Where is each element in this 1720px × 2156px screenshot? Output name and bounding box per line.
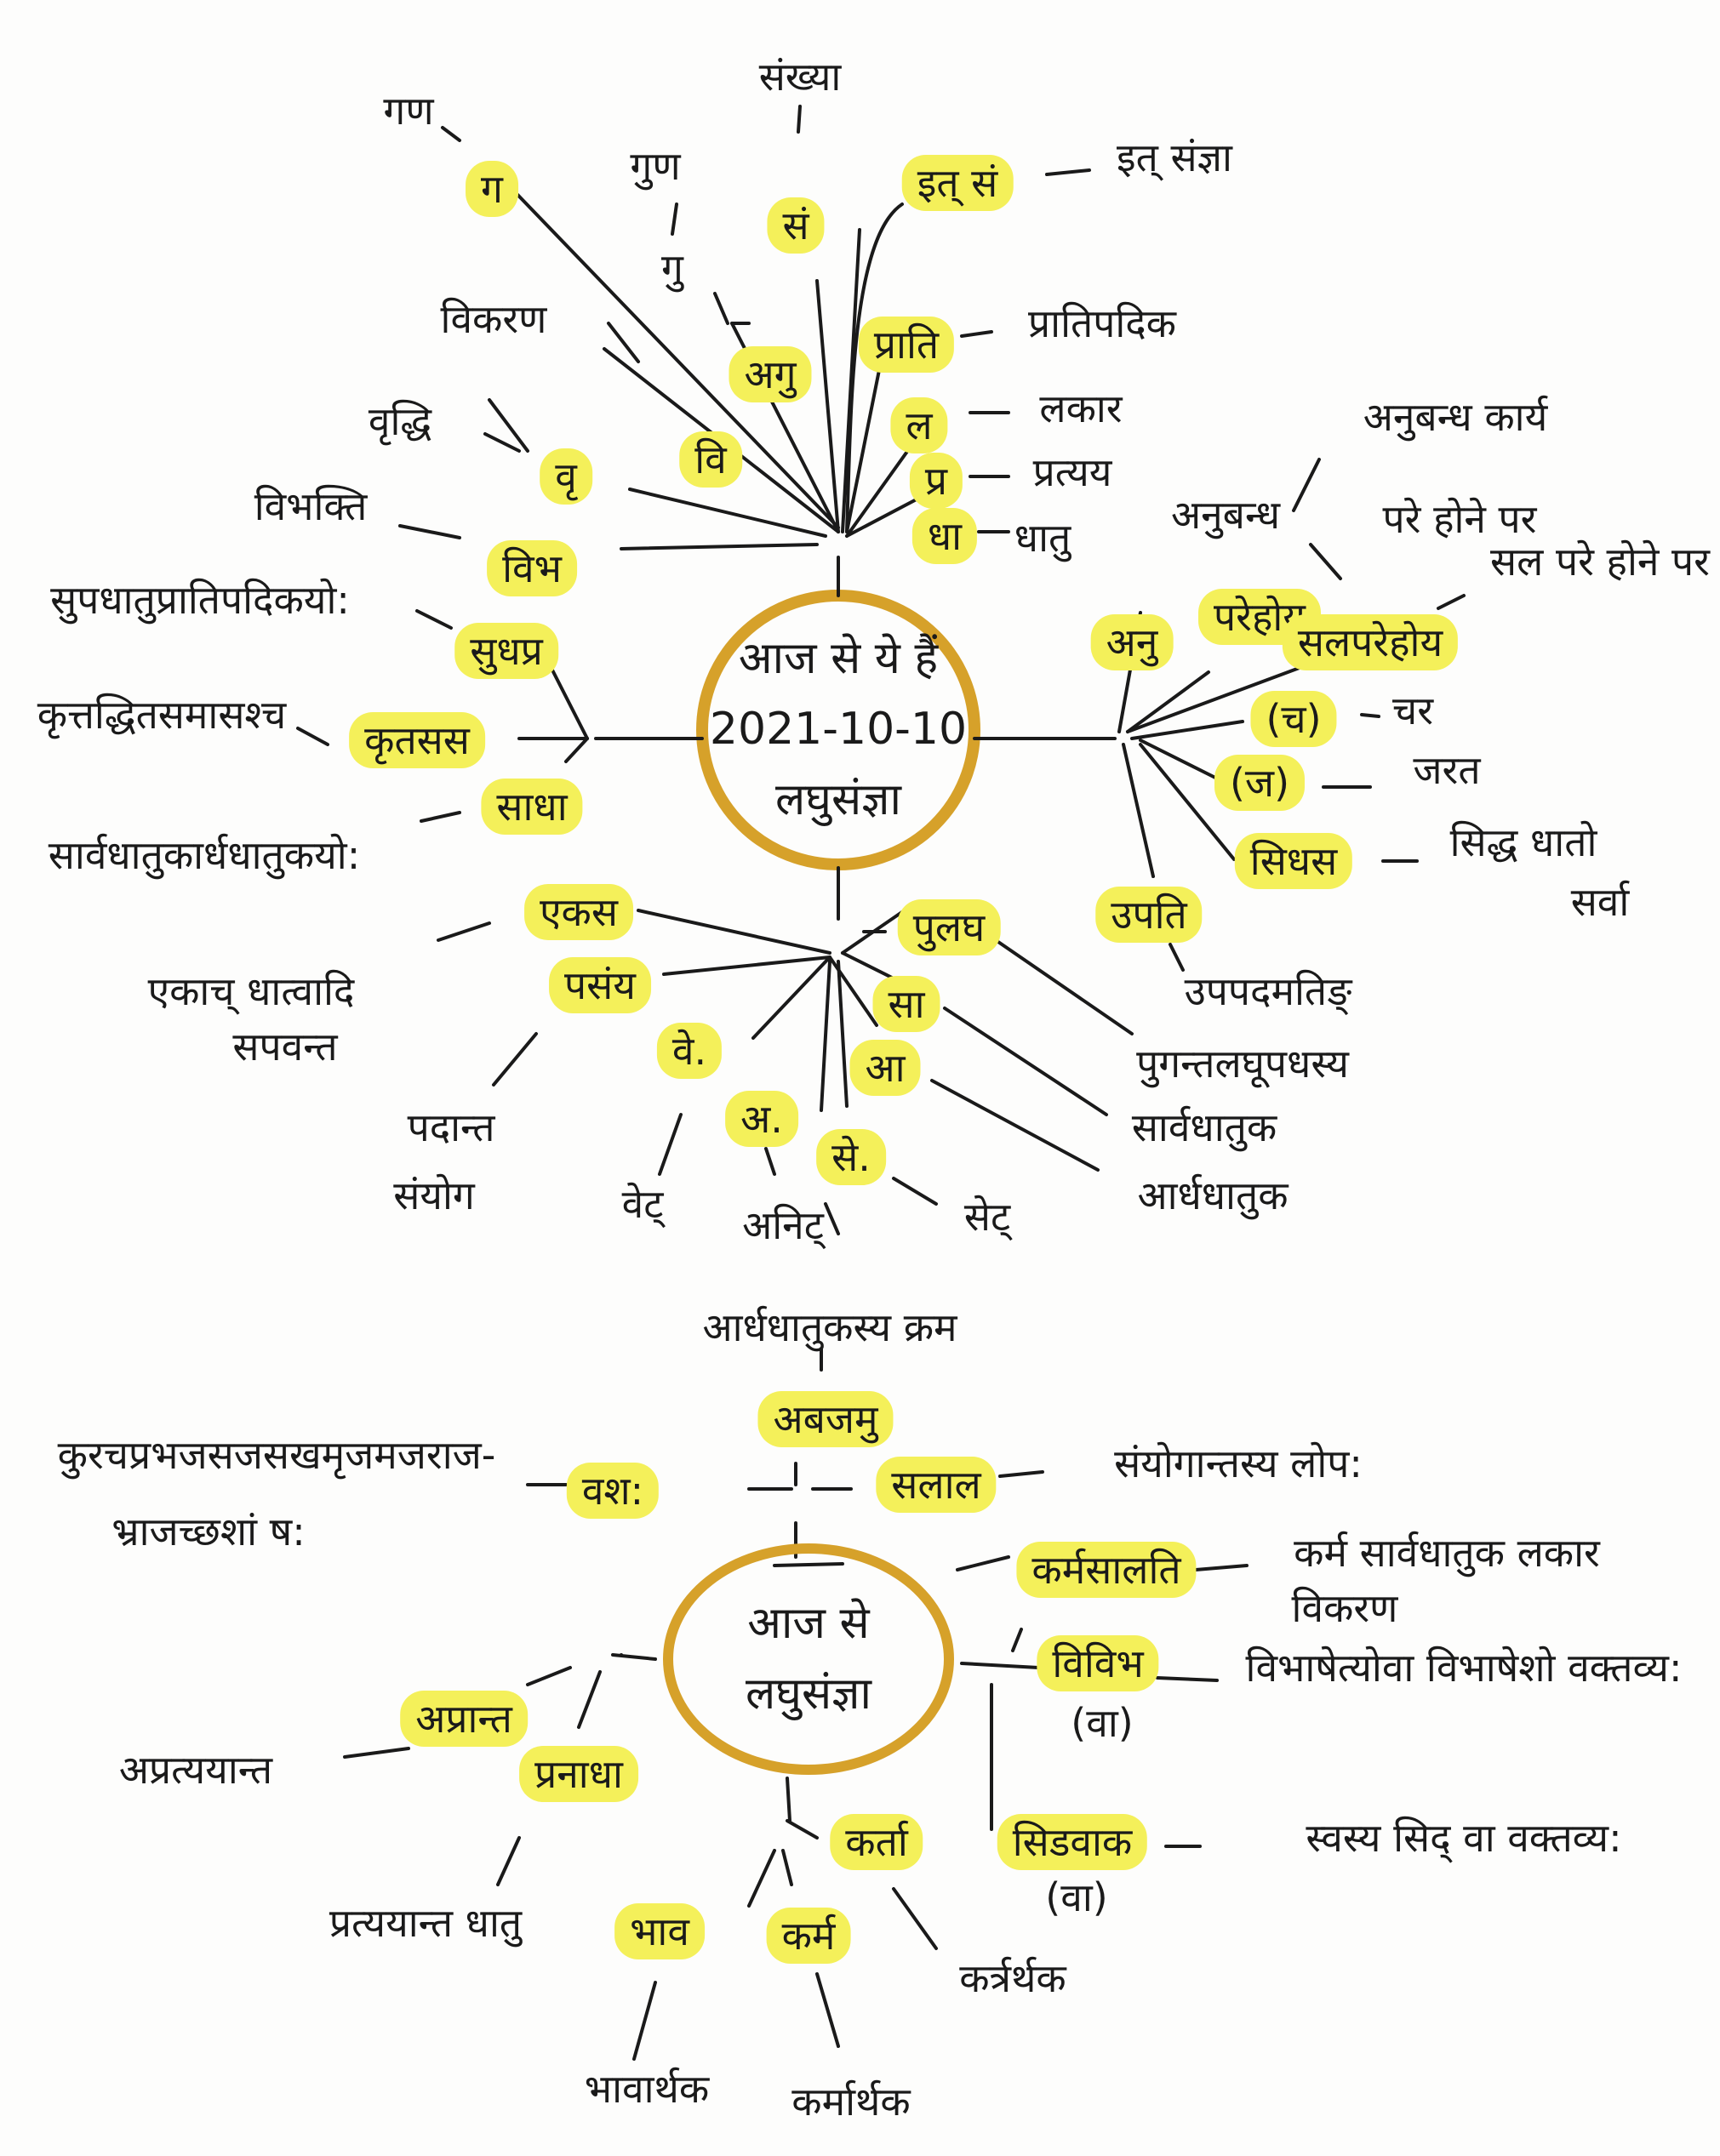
lakara-label: लकार — [1039, 385, 1123, 431]
kritasa-full-label: कृत्तद्धितसमासश्च — [37, 692, 287, 738]
sudhapra-full-label: सुपधातुप्रातिपदिकयो: — [50, 577, 350, 623]
prati-node: प्राति — [858, 317, 955, 373]
itsanjna-label: इत् संज्ञा — [1117, 134, 1232, 180]
pratipadika-label: प्रातिपदिक — [1027, 300, 1177, 346]
pare-hone-par-label: परे होने पर — [1382, 496, 1537, 542]
sidhasa-full1-label: सिद्ध धातो — [1449, 819, 1597, 865]
center2-line2: लघुसंज्ञा — [746, 1668, 871, 1720]
chara-label: चर — [1391, 687, 1434, 733]
jarat-label: जरत — [1413, 747, 1481, 793]
sal-pare-hone-par-label: सल परे होने पर — [1490, 539, 1710, 585]
pradha-full-label: प्रत्ययान्त धातु — [329, 1900, 523, 1946]
center-line2: 2021-10-10 — [709, 704, 968, 756]
salala-node: सलाल — [876, 1457, 997, 1513]
dhatu-label: धातु — [1014, 515, 1071, 561]
guna-label: गुण — [630, 143, 681, 189]
pradha-node: प्रनाधा — [519, 1746, 638, 1802]
vi-node: वि — [679, 431, 742, 488]
vibhava-full-label: विभाषेत्योवा विभाषेशो वक्तव्य: — [1245, 1645, 1683, 1691]
center-node-1: आज से ये हैं 2021-10-10 लघुसंज्ञा — [710, 624, 967, 836]
kartarthaka-label: कर्त्रर्थक — [959, 1955, 1066, 2001]
salparehoya-node: सलपरेहोय — [1282, 614, 1459, 670]
vri-node: वृ — [540, 448, 592, 505]
sidhasa-node: सिधस — [1234, 833, 1353, 889]
center2-line1: आज से — [747, 1597, 870, 1649]
sidhasa-full2-label: सर्वा — [1570, 879, 1630, 925]
sa2-node: सा — [872, 976, 940, 1032]
vriddhi-label: वृद्धि — [368, 398, 432, 444]
sudhapra-node: सुधप्र — [454, 623, 558, 679]
vet-label: वेट् — [621, 1181, 664, 1227]
padanta-label: पदान्त — [407, 1104, 495, 1150]
anit-label: अनिट् — [742, 1202, 824, 1248]
karma-node: कर्म — [766, 1908, 851, 1964]
vibhava-sub-label: (वा) — [1071, 1700, 1134, 1746]
karta-node: कर्ता — [830, 1814, 923, 1870]
ekac-full1-label: एकाच् धात्वादि — [147, 968, 355, 1014]
sidvaka-sub-label: (वा) — [1045, 1874, 1108, 1920]
a-node: अ. — [725, 1091, 798, 1147]
agu-node: अगु — [729, 346, 812, 402]
center-line3: लघुसंज्ञा — [775, 774, 901, 826]
la-node: ल — [890, 397, 948, 453]
vikarana-label: विकरण — [440, 296, 547, 342]
ekasa-node: एकस — [524, 884, 633, 940]
vibha-node: विभ — [487, 540, 577, 596]
ga-node: ग — [466, 161, 518, 217]
anubandha-label: अनुबन्ध — [1171, 492, 1280, 538]
ekac-full2-label: सपवन्त — [232, 1024, 338, 1069]
aa-node: आ — [849, 1040, 921, 1096]
set-label: सेट् — [963, 1194, 1011, 1240]
pratyaya-label: प्रत्यय — [1032, 449, 1112, 495]
pula-full-label: पुगन्तलघूपधस्य — [1136, 1041, 1349, 1087]
center-line1: आज से ये हैं — [738, 633, 939, 685]
cha-node: (च) — [1250, 691, 1337, 747]
upati-node: उपति — [1095, 887, 1203, 943]
abajamu-node: अबजमु — [757, 1391, 894, 1447]
bhavarthaka-label: भावार्थक — [584, 2066, 710, 2112]
vasha-full2-label: भ्राजच्छशां ष: — [111, 1509, 306, 1554]
ardhadhatuka-label: आर्धधातुक — [1137, 1172, 1289, 1218]
dha-node: धा — [911, 508, 978, 564]
apranta-node: अप्रान्त — [400, 1691, 528, 1747]
samyoga-label: संयोग — [393, 1172, 475, 1218]
karmasa-full2-label: विकरण — [1291, 1585, 1398, 1631]
karmasa-node: कर्मसालति — [1016, 1542, 1197, 1598]
sa-node: सं — [767, 197, 825, 254]
karmasa-full1-label: कर्म सार्वधातुक लकार — [1294, 1530, 1600, 1576]
vibhakti-label: विभक्ति — [254, 483, 368, 529]
kritasa-node: कृतसस — [349, 712, 485, 768]
bhava-node: भाव — [614, 1903, 705, 1959]
anubandha-karya-label: अनुबन्ध कार्य — [1363, 394, 1548, 440]
anu-node: अनु — [1090, 614, 1174, 670]
sadha-full-label: सार्वधातुकार्धधातुकयो: — [48, 832, 361, 878]
vibhava-node: विविभ — [1037, 1635, 1159, 1691]
sidvaka-full-label: स्वस्य सिद् वा वक्तव्य: — [1306, 1815, 1622, 1861]
itsa-node: इत् सं — [901, 155, 1014, 211]
pasam-node: पसंय — [549, 957, 651, 1013]
vasha-full1-label: कुरचप्रभजसजसखमृजमजराज- — [57, 1432, 496, 1478]
ve-node: वे. — [656, 1023, 723, 1079]
sidvaka-node: सिडवाक — [997, 1814, 1148, 1870]
gu-label: गु — [661, 245, 683, 291]
apranta-full-label: अप्रत्ययान्त — [118, 1747, 273, 1793]
se-node: से. — [816, 1129, 886, 1185]
gana-label: गण — [383, 88, 434, 134]
sankhya-label: संख्या — [758, 54, 842, 100]
pra-node: प्र — [909, 453, 963, 509]
diagram2-top-label: आर्धधातुकस्य क्रम — [702, 1304, 957, 1350]
salala-full-label: संयोगान्तस्य लोप: — [1114, 1440, 1363, 1486]
vasha-node: वश: — [566, 1463, 660, 1519]
ja-node: (ज) — [1214, 755, 1306, 811]
center-node-2: आज से लघुसंज्ञा — [746, 1588, 871, 1730]
karmarthaka-label: कर्मार्थक — [791, 2079, 911, 2125]
sadha-node: साधा — [481, 779, 583, 835]
upapadamatinga-label: उपपदमतिङ् — [1184, 968, 1352, 1014]
pula-node: पुलघ — [897, 899, 1001, 955]
sarvadhatuka-label: सार्वधातुक — [1131, 1104, 1277, 1150]
